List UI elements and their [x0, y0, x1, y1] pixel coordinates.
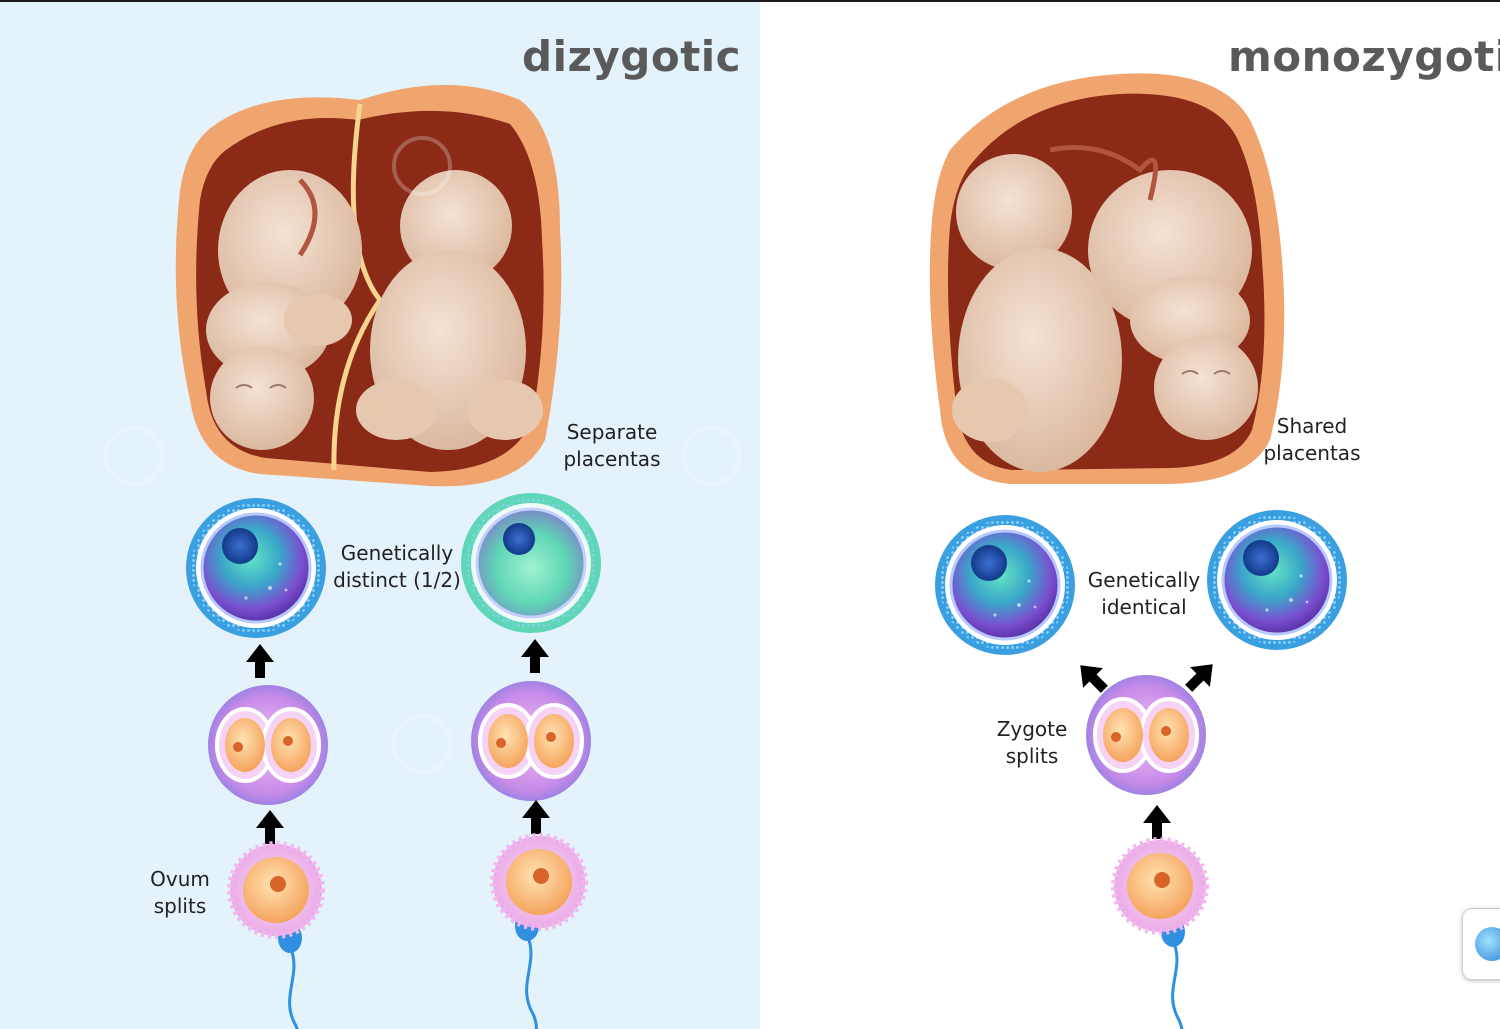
top-border: [0, 0, 1500, 2]
zygote-splits-label: Zygote splits: [996, 717, 1068, 768]
ovum-splits-label: Ovum splits: [150, 867, 210, 918]
blastocyst-icon: [184, 496, 328, 640]
blastocyst-icon: [1205, 508, 1349, 652]
fetus-icon: [1049, 145, 1258, 440]
shared-placentas-label: Shared placentas: [1263, 414, 1361, 465]
ovum-icon: [1114, 840, 1206, 932]
watermark-spiral-icon: [681, 426, 741, 486]
blastocyst-icon: [933, 513, 1077, 657]
sperm-icon: [276, 921, 304, 1029]
up-arrow-icon: [256, 810, 284, 844]
watermark-spiral-icon: [392, 136, 452, 196]
two-cell-zygote-icon: [206, 683, 330, 807]
sperm-icon: [513, 909, 541, 1029]
watermark-spiral-icon: [392, 714, 452, 774]
monozygotic-title: monozygotic: [1228, 32, 1500, 81]
up-arrow-icon: [522, 800, 550, 834]
fetus-icon: [356, 170, 543, 450]
ovum-icon: [230, 844, 322, 936]
fetus-icon: [952, 154, 1122, 472]
up-arrow-icon: [246, 644, 274, 678]
up-arrow-icon: [521, 639, 549, 673]
watermark-spiral-icon: [104, 426, 164, 486]
genetically-distinct-label: Genetically distinct (1/2): [333, 541, 461, 592]
up-arrow-icon: [1143, 805, 1171, 839]
dizygotic-uterus-icon: [175, 85, 562, 487]
dizygotic-title: dizygotic: [522, 32, 742, 81]
floating-widget-button[interactable]: [1462, 908, 1500, 980]
two-cell-zygote-icon: [469, 679, 593, 803]
genetically-identical-label: Genetically identical: [1087, 568, 1201, 619]
separate-placentas-label: Separate placentas: [563, 420, 661, 471]
blastocyst-icon: [461, 493, 601, 633]
sperm-icon: [1159, 915, 1187, 1029]
two-cell-zygote-icon: [1084, 673, 1208, 797]
ovum-icon: [493, 836, 585, 928]
up-left-arrow-icon: [1080, 665, 1108, 693]
up-right-arrow-icon: [1185, 664, 1213, 692]
monozygotic-uterus-icon: [929, 73, 1285, 485]
fetus-icon: [206, 170, 362, 450]
widget-logo-icon: [1475, 927, 1500, 961]
